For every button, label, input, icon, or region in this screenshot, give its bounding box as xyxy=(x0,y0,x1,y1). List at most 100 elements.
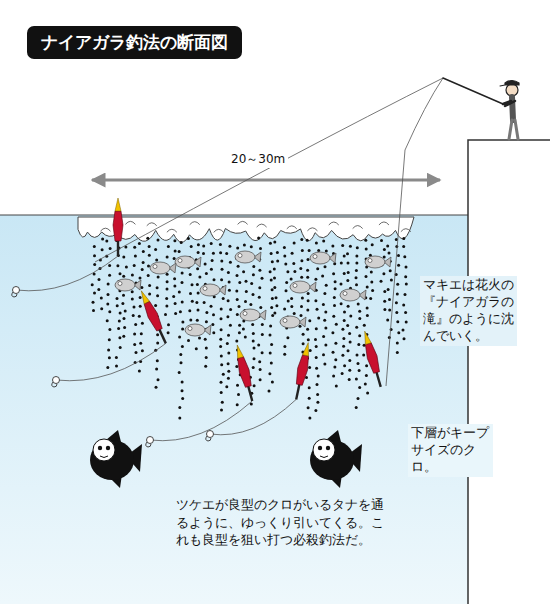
foam-curl xyxy=(214,229,224,232)
chum-dot xyxy=(383,248,386,251)
chum-dot xyxy=(196,267,199,270)
chum-dot xyxy=(290,277,293,280)
chum-dot xyxy=(300,238,303,241)
chum-dot xyxy=(270,343,273,346)
chum-dot xyxy=(236,403,239,406)
chum-dot xyxy=(341,354,344,357)
chum-dot xyxy=(383,308,386,311)
chum-dot xyxy=(133,343,136,346)
chum-dot xyxy=(269,334,272,337)
fish-body xyxy=(115,279,135,291)
chum-dot xyxy=(220,308,223,311)
chum-dot xyxy=(178,290,181,293)
chum-dot xyxy=(284,263,287,266)
chum-dot xyxy=(363,324,366,327)
chum-dot xyxy=(404,275,407,278)
chum-dot xyxy=(108,274,111,277)
float xyxy=(360,330,386,389)
chum-dot xyxy=(181,328,184,331)
chum-dot xyxy=(366,314,369,317)
chum-dot xyxy=(403,337,406,340)
kuro-face xyxy=(93,439,115,461)
chum-dot xyxy=(324,311,327,314)
small-fish-icon xyxy=(185,324,211,336)
chum-dot xyxy=(259,368,262,371)
leader-line xyxy=(210,399,296,434)
chum-dot xyxy=(250,282,253,285)
chum-dot xyxy=(155,367,158,370)
chum-dot xyxy=(197,251,200,254)
chum-dot xyxy=(196,283,199,286)
chum-dot xyxy=(147,274,150,277)
float-tip xyxy=(303,342,312,356)
float-tip xyxy=(139,290,150,304)
fish-eye xyxy=(243,312,247,316)
chum-dot xyxy=(187,237,190,240)
chum-dot xyxy=(204,263,207,266)
chum-dot xyxy=(141,268,144,271)
chum-dot xyxy=(331,245,334,248)
chum-dot xyxy=(219,345,222,348)
chum-dot xyxy=(108,356,111,359)
chum-dot xyxy=(347,261,350,264)
chum-dot xyxy=(122,275,125,278)
chum-dot xyxy=(325,249,328,252)
hook xyxy=(12,292,17,297)
foam-curl xyxy=(353,226,363,229)
chum-dot xyxy=(252,265,255,268)
chum-dot xyxy=(167,331,170,334)
chum-dot xyxy=(181,397,184,400)
chum-dot xyxy=(154,304,157,307)
chum-dot xyxy=(343,311,346,314)
fish-body xyxy=(185,324,205,336)
chum-dot xyxy=(235,365,238,368)
chum-dot xyxy=(238,305,241,308)
chum-dot xyxy=(307,299,310,302)
chum-dot xyxy=(388,308,391,311)
chum-dot xyxy=(167,245,170,248)
chum-dot xyxy=(179,310,182,313)
float-tip xyxy=(115,198,121,211)
small-fish-icon xyxy=(115,279,141,291)
chum-dot xyxy=(252,332,255,335)
float-body xyxy=(142,300,164,331)
chum-dot xyxy=(315,367,318,370)
chum-dot xyxy=(315,356,318,359)
small-fish-icon xyxy=(235,251,261,263)
chum-dot xyxy=(226,342,229,345)
chum-dot xyxy=(404,293,407,296)
float-tip xyxy=(362,330,371,344)
chum-dot xyxy=(141,349,144,352)
chum-dot xyxy=(382,272,385,275)
chum-dot xyxy=(363,344,366,347)
chum-dot xyxy=(219,338,222,341)
fish-eye xyxy=(343,292,347,296)
chum-dot xyxy=(123,326,126,329)
chum-dot xyxy=(229,324,232,327)
chum-dot xyxy=(273,277,276,280)
chum-dot xyxy=(301,297,304,300)
chum-dot xyxy=(133,246,136,249)
chum-dot xyxy=(307,258,310,261)
chum-dot xyxy=(349,315,352,318)
angler-arms xyxy=(503,101,515,106)
chum-dot xyxy=(213,278,216,281)
chum-dot xyxy=(156,333,159,336)
chum-dot xyxy=(116,297,119,300)
chum-dot xyxy=(131,298,134,301)
chum-dot xyxy=(332,272,335,275)
chum-dot xyxy=(107,282,110,285)
chum-dot xyxy=(371,289,374,292)
small-fish-icon xyxy=(280,316,306,328)
note-text: 下層がキープサイズのクロ。 xyxy=(408,424,493,477)
chum-dot xyxy=(180,361,183,364)
chum-dot xyxy=(235,340,238,343)
chum-dot xyxy=(397,264,400,267)
chum-dot xyxy=(314,299,317,302)
chum-dot xyxy=(123,317,126,320)
chum-dot xyxy=(106,319,109,322)
chum-dot xyxy=(300,305,303,308)
bait-hook xyxy=(206,431,214,442)
chum-dot xyxy=(273,286,276,289)
chum-dot xyxy=(220,278,223,281)
